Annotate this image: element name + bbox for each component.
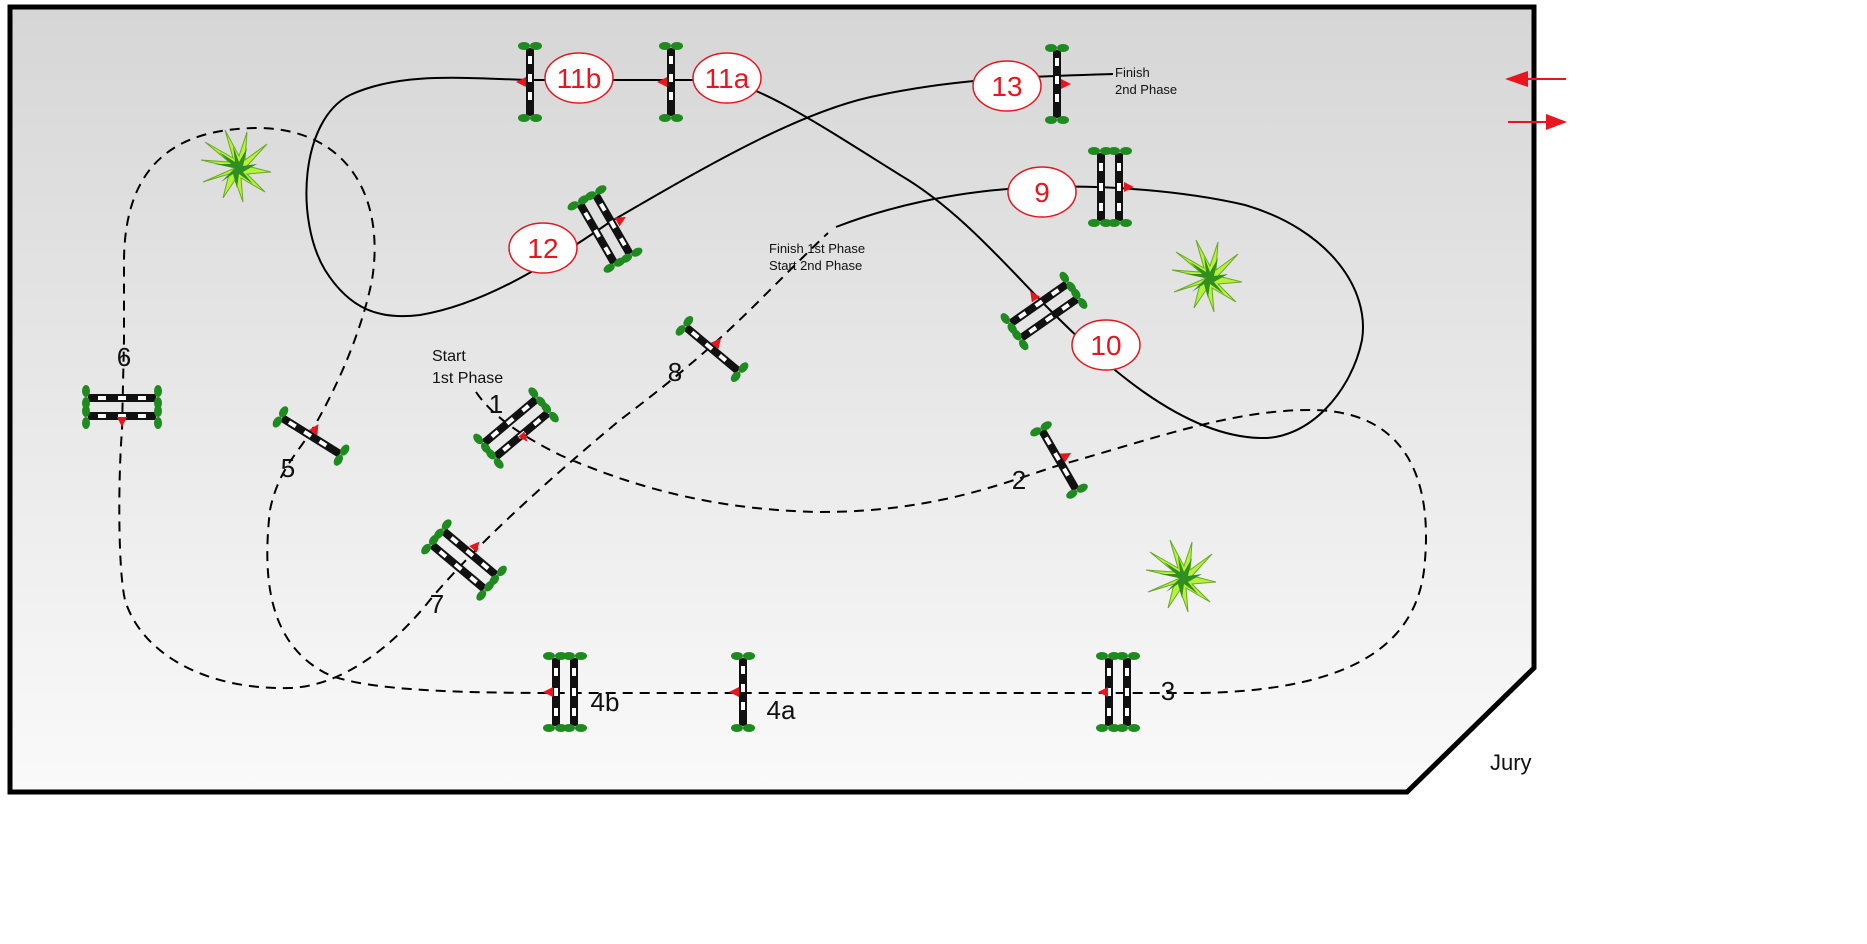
obstacle-3	[1096, 652, 1140, 732]
finish2-label-line2: 2nd Phase	[1115, 82, 1177, 97]
obstacle-8	[673, 314, 751, 384]
obstacle-label-11a: 11a	[705, 63, 750, 94]
obstacle-11b	[516, 42, 542, 122]
arena-area	[7, 4, 1537, 795]
obstacle-5	[270, 404, 352, 468]
obstacle-9	[1088, 147, 1134, 227]
finish1-label-line2: Start 2nd Phase	[769, 258, 862, 273]
obstacle-label-8: 8	[668, 357, 682, 387]
start-label-line1: Start	[432, 348, 466, 365]
obstacle-label-9: 9	[1034, 177, 1050, 208]
obstacle-label-5: 5	[281, 453, 295, 483]
obstacle-12	[565, 183, 645, 275]
obstacle-label-3: 3	[1161, 676, 1175, 706]
obstacle-2	[1028, 419, 1090, 501]
obstacle-label-1: 1	[489, 389, 503, 419]
jury-label: Jury	[1490, 750, 1532, 775]
start-label-line2: 1st Phase	[432, 370, 503, 387]
obstacle-label-10: 10	[1090, 330, 1121, 361]
obstacle-6	[82, 385, 162, 429]
finish2-label-line1: Finish	[1115, 65, 1150, 80]
obstacle-7	[419, 517, 509, 603]
obstacle-label-4b: 4b	[591, 687, 620, 717]
obstacle-label-4a: 4a	[767, 695, 796, 725]
obstacle-label-11b: 11b	[557, 63, 602, 94]
obstacle-13	[1045, 44, 1071, 124]
entry-arrow-icon	[1505, 71, 1566, 87]
obstacle-4b	[543, 652, 587, 732]
obstacle-label-6: 6	[117, 342, 131, 372]
exit-arrow-icon	[1508, 114, 1567, 130]
obstacle-11a	[657, 42, 683, 122]
finish1-label-line1: Finish 1st Phase	[769, 241, 865, 256]
obstacle-4a	[729, 652, 755, 732]
obstacle-10	[998, 270, 1090, 352]
obstacle-label-2: 2	[1012, 465, 1026, 495]
obstacle-label-13: 13	[991, 71, 1022, 102]
obstacle-label-12: 12	[527, 233, 558, 264]
obstacle-label-7: 7	[430, 589, 444, 619]
obstacle-1	[471, 385, 561, 471]
